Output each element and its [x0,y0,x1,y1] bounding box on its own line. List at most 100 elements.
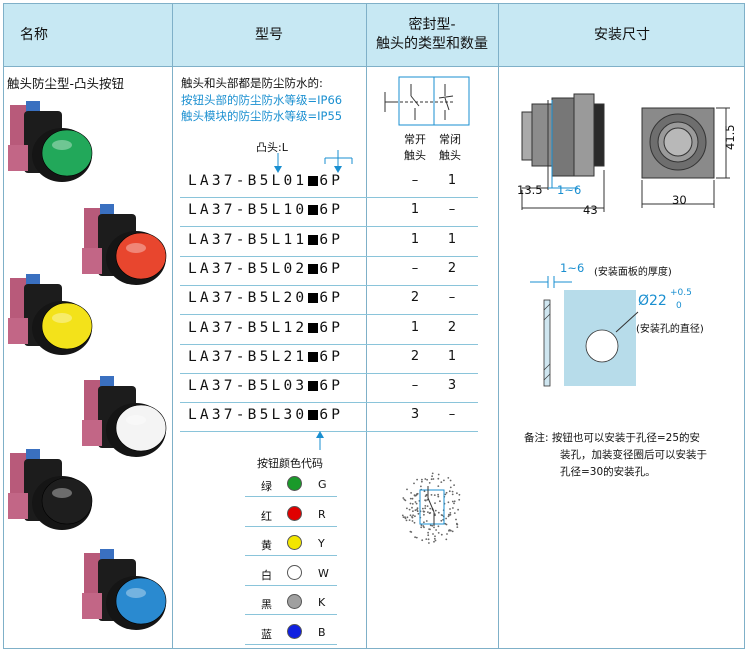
color-code: W [318,566,329,580]
model-code: LA37-B5L03 6P [188,378,343,394]
model-row: LA37-B5L10 6P 1 – [180,197,478,228]
color-swatch [287,594,302,609]
model-prefix: LA37-B5L02 [188,260,308,277]
no-count: – [411,173,419,188]
black-button-photo [8,449,93,530]
color-placeholder-square [308,176,319,186]
nc-count: 3 [447,378,457,394]
color-placeholder-square [308,410,319,421]
model-code: LA37-B5L11 6P [188,232,343,248]
no-count: 2 [410,348,420,364]
header-dims: 安装尺寸 [594,26,650,43]
nc-count: 1 [447,348,457,364]
hole-tol-minus: 0 [676,301,682,311]
model-suffix: 6P [319,202,344,219]
color-placeholder-square [308,234,319,245]
nc-label-bottom: 触头 [439,149,461,162]
model-suffix: 6P [319,348,344,365]
color-placeholder-square [308,381,319,392]
model-code: LA37-B5L30 6P [188,407,343,423]
hole-note: (安装孔的直径) [636,324,704,335]
hole-tol-plus: +0.5 [670,288,692,298]
header-contact-line2: 触头的类型和数量 [376,36,488,52]
color-swatch [287,535,302,550]
color-swatch [287,564,302,580]
header-model: 型号 [255,26,283,43]
yellow-button-photo [8,274,93,355]
color-swatch [287,623,302,639]
green-button-photo [8,101,93,182]
model-suffix: 6P [319,173,344,189]
dustproof-icon [401,472,461,544]
remark-line2: 装孔，加装变径圈后可以安装于 [560,449,707,461]
no-count: 3 [410,407,420,423]
color-name: 白 [261,568,272,582]
no-count: 1 [410,231,420,247]
model-code: LA37-B5L12 6P [188,320,343,336]
model-suffix: 6P [319,407,344,424]
panel-thickness: 1~6 [560,261,585,275]
model-suffix: 6P [319,319,344,336]
color-name: 蓝 [261,627,272,641]
no-label-top: 常开 [404,133,426,146]
contact-symbol-icon [384,76,470,126]
header-contact-line1: 密封型- [408,17,456,33]
model-row: LA37-B5L02 6P – 2 [180,256,478,286]
model-prefix: LA37-B5L30 [188,407,308,424]
model-prefix: LA37-B5L21 [188,348,308,365]
red-button-photo [82,204,167,285]
note-line2: 按钮头部的防尘防水等级=IP66 [181,93,343,107]
dim-13-5: 13.5 [517,183,543,197]
model-prefix: LA37-B5L11 [188,231,308,248]
model-prefix: LA37-B5L01 [188,173,308,189]
color-code: K [318,596,326,609]
model-row: LA37-B5L03 6P – 3 [180,373,478,404]
nc-count: 1 [447,173,457,188]
color-name: 黄 [261,539,272,552]
model-suffix: 6P [319,260,344,277]
model-arrows [274,150,353,173]
header-contact: 密封型- 触头的类型和数量 [366,4,498,66]
panel-thickness-note: (安装面板的厚度) [594,267,672,278]
model-suffix: 6P [319,378,344,395]
head-label: 凸头:L [256,141,288,154]
nc-count: 2 [447,260,457,276]
column-divider [498,4,499,648]
remark-line1: 备注: 按钮也可以安装于孔径=25的安 [524,432,701,444]
model-prefix: LA37-B5L10 [188,202,308,219]
model-code: LA37-B5L21 6P [188,349,343,365]
nc-count: – [448,202,456,218]
model-prefix: LA37-B5L03 [188,378,308,395]
column-divider [172,4,173,648]
color-code-title: 按钮颜色代码 [257,457,323,470]
dim-1-6: 1~6 [557,183,582,197]
color-placeholder-square [308,293,319,304]
nc-count: 2 [447,319,457,335]
remark-line3: 孔径=30的安装孔。 [560,466,656,478]
panel-hole-drawing [530,276,639,387]
nc-count: – [448,407,456,423]
color-name: 红 [261,509,272,523]
color-placeholder-square [308,322,319,333]
blue-button-photo [82,549,167,630]
no-count: – [411,260,419,276]
model-suffix: 6P [319,290,344,307]
model-prefix: LA37-B5L12 [188,319,308,336]
white-button-photo [82,376,167,457]
color-swatch [287,476,302,491]
color-code: G [318,478,327,491]
no-count: 1 [410,202,420,218]
column-divider [366,4,367,648]
dim-41-5: 41.5 [723,124,737,150]
no-count: – [411,378,419,394]
model-suffix: 6P [319,231,344,248]
nc-label-top: 常闭 [439,133,461,146]
color-placeholder-square [308,205,319,216]
nc-count: – [448,290,456,306]
color-code-arrow [316,431,324,450]
no-label-bottom: 触头 [404,149,426,162]
